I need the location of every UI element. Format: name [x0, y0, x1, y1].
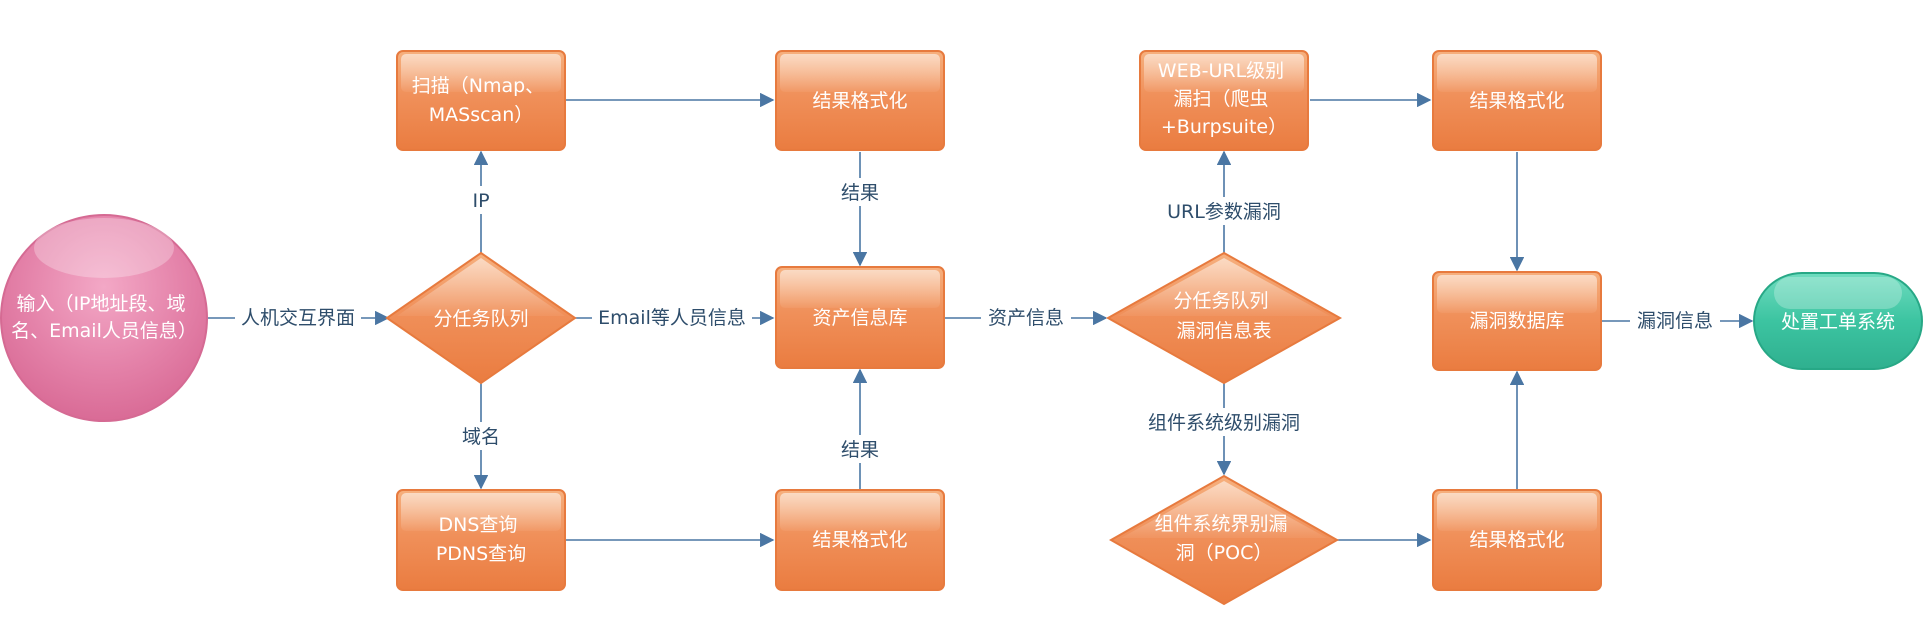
- edge-label-asset-to-vuln-queue: 资产信息: [988, 307, 1064, 329]
- node-format-right-top-line-1: 结果格式化: [1469, 90, 1564, 112]
- edge-label-vuln-queue-to-web: URL参数漏洞: [1167, 201, 1281, 223]
- node-ticket-system-line-1: 处置工单系统: [1781, 311, 1895, 333]
- svg-text:处置工单系统: 处置工单系统: [1781, 311, 1895, 333]
- edge-label-format-bottom-to-asset: 结果: [841, 439, 879, 461]
- svg-text:资产信息库: 资产信息库: [812, 307, 907, 329]
- edge-label-format-top-to-asset: 结果: [841, 182, 879, 204]
- svg-text:输入（IP地址段、域 名、Email人员信息）: 输入（IP地址段、域 名、Email人员信息）: [11, 293, 197, 342]
- edge-label-vuln-db-to-ticket: 漏洞信息: [1637, 310, 1713, 332]
- node-format-right-top[interactable]: 结果格式化: [1432, 50, 1602, 151]
- node-format-bottom-line-1: 结果格式化: [812, 529, 907, 551]
- node-dns-line-2: PDNS查询: [436, 543, 526, 565]
- node-format-top-line-1: 结果格式化: [812, 90, 907, 112]
- node-vuln-queue-line-1: 分任务队列: [1173, 290, 1268, 312]
- svg-text:结果格式化: 结果格式化: [812, 90, 907, 112]
- edges-layer: [208, 92, 1754, 548]
- node-task-queue-line-1: 分任务队列: [433, 308, 528, 330]
- node-poc-scan-line-1: 组件系统界别漏: [1154, 513, 1287, 535]
- node-web-scan[interactable]: WEB-URL级别 漏扫（爬虫 +Burpsuite）: [1139, 50, 1309, 151]
- node-poc-scan-line-2: 洞（POC）: [1176, 542, 1273, 564]
- edge-label-queue-to-scan: IP: [472, 190, 489, 212]
- node-web-scan-line-2: 漏扫（爬虫: [1173, 88, 1268, 110]
- svg-text:扫描（Nmap、 MASscan）: 扫描（Nmap、 MASscan）: [412, 75, 550, 126]
- edge-label-queue-to-asset: Email等人员信息: [598, 307, 746, 329]
- node-asset-db-line-1: 资产信息库: [812, 307, 907, 329]
- node-task-queue[interactable]: 分任务队列: [385, 251, 577, 385]
- node-input[interactable]: 输入（IP地址段、域 名、Email人员信息）: [0, 214, 208, 422]
- svg-text:分任务队列 漏洞信息表: 分任务队列 漏洞信息表: [1173, 290, 1274, 342]
- edge-label-vuln-queue-to-poc: 组件系统级别漏洞: [1148, 412, 1300, 434]
- node-dns-line-1: DNS查询: [439, 514, 518, 536]
- svg-text:组件系统界别漏 洞（POC）: 组件系统界别漏 洞（POC）: [1154, 513, 1293, 564]
- edge-labels-layer: 人机交互界面 IP 域名 Email等人员信息 结果 结果 资产信息 URL参数…: [235, 178, 1720, 463]
- node-vuln-db[interactable]: 漏洞数据库: [1432, 271, 1602, 371]
- svg-text:DNS查询 PDNS查询: DNS查询 PDNS查询: [436, 514, 526, 565]
- node-web-scan-line-1: WEB-URL级别: [1158, 60, 1284, 82]
- node-vuln-queue-line-2: 漏洞信息表: [1176, 320, 1271, 342]
- svg-text:结果格式化: 结果格式化: [812, 529, 907, 551]
- node-asset-db[interactable]: 资产信息库: [775, 266, 945, 369]
- svg-text:结果格式化: 结果格式化: [1469, 529, 1564, 551]
- svg-text:漏洞数据库: 漏洞数据库: [1469, 310, 1564, 332]
- node-web-scan-line-3: +Burpsuite）: [1161, 116, 1287, 138]
- node-input-line-1: 输入（IP地址段、域: [16, 293, 185, 315]
- node-format-top[interactable]: 结果格式化: [775, 50, 945, 151]
- node-poc-scan[interactable]: 组件系统界别漏 洞（POC）: [1108, 474, 1340, 606]
- node-ticket-system[interactable]: 处置工单系统: [1753, 272, 1923, 370]
- node-input-line-2: 名、Email人员信息）: [11, 320, 197, 342]
- node-format-bottom[interactable]: 结果格式化: [775, 489, 945, 591]
- node-format-right-bottom[interactable]: 结果格式化: [1432, 489, 1602, 591]
- edge-label-input-to-queue: 人机交互界面: [241, 307, 355, 329]
- node-format-right-bottom-line-1: 结果格式化: [1469, 529, 1564, 551]
- svg-text:分任务队列: 分任务队列: [433, 308, 528, 330]
- node-vuln-db-line-1: 漏洞数据库: [1469, 310, 1564, 332]
- svg-text:WEB-URL级别 漏扫（爬虫 +B: WEB-URL级别 漏扫（爬虫 +Burpsuite）: [1158, 60, 1290, 138]
- node-scan-line-2: MASscan）: [429, 104, 533, 126]
- edge-label-queue-to-dns: 域名: [462, 426, 500, 448]
- node-scan[interactable]: 扫描（Nmap、 MASscan）: [396, 50, 566, 151]
- node-dns[interactable]: DNS查询 PDNS查询: [396, 489, 566, 591]
- node-vuln-queue[interactable]: 分任务队列 漏洞信息表: [1105, 251, 1343, 385]
- svg-text:结果格式化: 结果格式化: [1469, 90, 1564, 112]
- node-scan-line-1: 扫描（Nmap、: [412, 75, 544, 97]
